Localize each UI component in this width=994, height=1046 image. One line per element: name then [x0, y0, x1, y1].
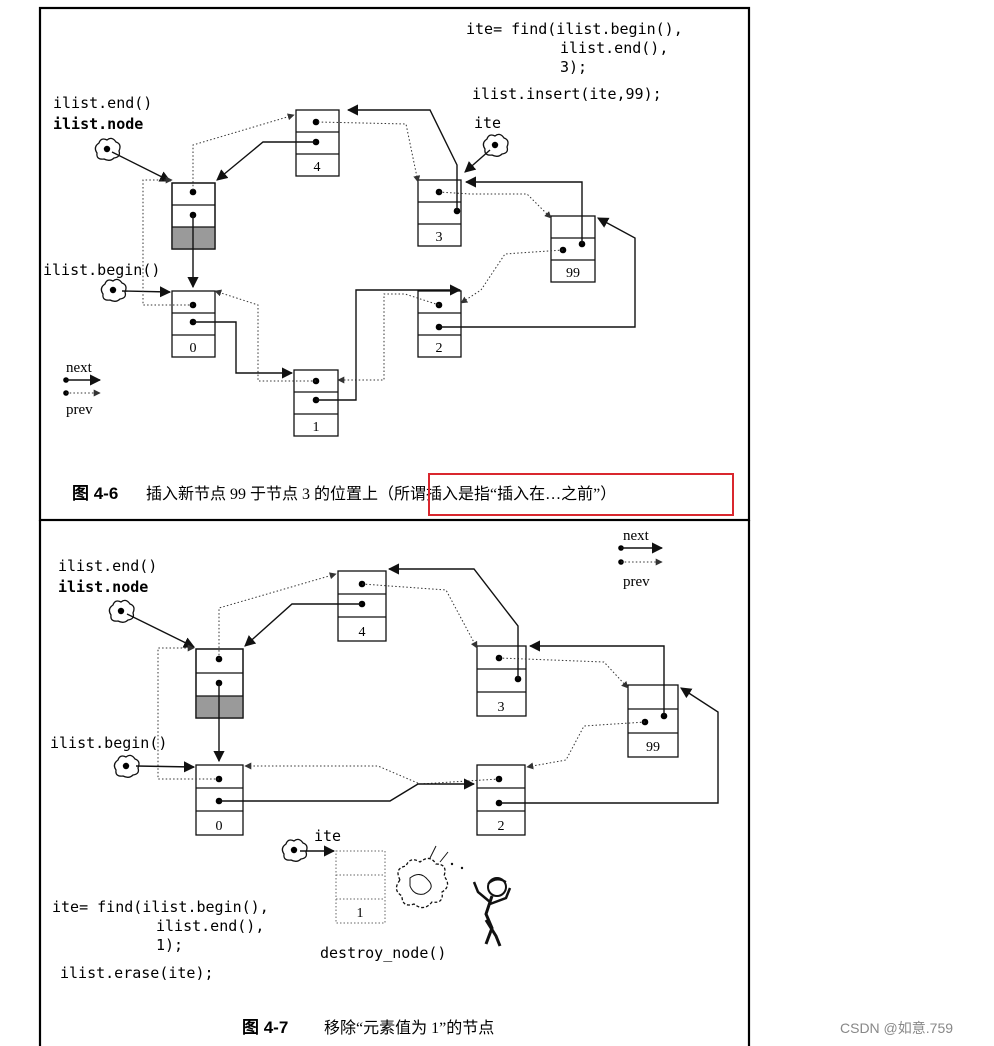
- next-link: [498, 657, 629, 689]
- next-link: [526, 721, 646, 770]
- label-ilist-node: ilist.node: [53, 115, 143, 133]
- legend-prev-label: prev: [66, 402, 93, 418]
- prev-link: [387, 563, 519, 679]
- prev-link: [244, 603, 362, 647]
- node-value: 4: [314, 160, 321, 175]
- label-ite: ite: [314, 827, 341, 845]
- next-link: [244, 762, 500, 785]
- list-node-4: 4: [295, 109, 340, 177]
- destroyed-node-1: 1: [335, 850, 386, 924]
- next-link: [337, 293, 440, 384]
- watermark: CSDN @如意.759: [840, 1020, 953, 1036]
- arrow: [111, 151, 172, 182]
- code-line: ilist.end(),: [560, 39, 668, 57]
- list-node-3: 3: [417, 179, 462, 247]
- node-value: 99: [646, 740, 660, 755]
- list-node-0: 0: [195, 764, 244, 836]
- label-ilist-end: ilist.end(): [53, 94, 152, 112]
- code-line: ilist.erase(ite);: [60, 964, 214, 982]
- next-link: [214, 289, 316, 382]
- prev-link: [219, 778, 476, 802]
- code-line: ite= find(ilist.begin(),: [52, 898, 269, 916]
- next-link: [460, 249, 564, 304]
- prev-link: [528, 640, 665, 716]
- prev-link: [216, 141, 316, 181]
- next-link: [142, 176, 193, 306]
- code-line: 3);: [560, 58, 587, 76]
- node-value: 2: [498, 819, 505, 834]
- label-ite: ite: [474, 114, 501, 132]
- prev-link: [346, 104, 458, 211]
- figure-4-6-border: [38, 6, 751, 522]
- figure-caption-number: 图 4-6: [72, 484, 118, 503]
- node-value: 3: [498, 700, 505, 715]
- prev-link: [439, 217, 636, 328]
- node-value: 0: [190, 341, 197, 356]
- legend-prev-label: prev: [623, 574, 650, 590]
- arrow: [126, 613, 196, 648]
- code-line: ite= find(ilist.begin(),: [466, 20, 683, 38]
- iterator-cloud-icon: [94, 137, 121, 161]
- node-value: 3: [436, 230, 443, 245]
- explosion-icon: [395, 845, 464, 909]
- figure-caption-text: 移除“元素值为 1”的节点: [324, 1019, 494, 1037]
- node-value: 4: [359, 625, 366, 640]
- list-node-2: 2: [476, 764, 526, 836]
- next-link: [438, 191, 552, 219]
- prev-link: [316, 284, 462, 401]
- figure-caption-text: 插入新节点 99 于节点 3 的位置上（所谓插入是指“插入在…之前”）: [146, 485, 616, 503]
- figure-4-7: ilist.end() ilist.node ilist.begin() ite…: [38, 520, 751, 1046]
- legend: next prev: [63, 360, 102, 418]
- code-line: 1);: [156, 936, 183, 954]
- figure-4-6: ite= find(ilist.begin(), ilist.end(), 3)…: [38, 6, 751, 522]
- code-line: ilist.insert(ite,99);: [472, 85, 662, 103]
- figure-caption-number: 图 4-7: [242, 1018, 288, 1037]
- arrow: [135, 761, 196, 773]
- arrow: [121, 286, 172, 298]
- node-value: 0: [216, 819, 223, 834]
- label-ilist-end: ilist.end(): [58, 557, 157, 575]
- list-node-2: 2: [417, 290, 462, 358]
- next-link: [157, 644, 219, 780]
- prev-link: [464, 176, 583, 244]
- code-line: ilist.end(),: [156, 917, 264, 935]
- node-value: 1: [357, 906, 364, 921]
- prev-link: [193, 321, 294, 379]
- next-link: [192, 113, 295, 190]
- node-value: 2: [436, 341, 443, 356]
- legend: next prev: [618, 528, 664, 590]
- stick-figure-icon: [472, 877, 512, 947]
- list-node-99: 99: [627, 684, 679, 758]
- legend-next-label: next: [66, 360, 93, 376]
- arrow: [464, 149, 491, 173]
- list-node-99: 99: [550, 215, 596, 283]
- prev-link: [499, 687, 719, 804]
- label-ilist-begin: ilist.begin(): [50, 734, 167, 752]
- label-destroy-node: destroy_node(): [320, 944, 446, 962]
- iterator-cloud-icon: [108, 599, 135, 623]
- list-node-4: 4: [337, 570, 387, 642]
- list-node-1: 1: [293, 369, 339, 437]
- node-value: 99: [566, 266, 580, 281]
- node-value: 1: [313, 420, 320, 435]
- label-ilist-node: ilist.node: [58, 578, 148, 596]
- legend-next-label: next: [623, 528, 650, 544]
- label-ilist-begin: ilist.begin(): [43, 261, 160, 279]
- iterator-cloud-icon: [113, 754, 140, 778]
- list-node-0: 0: [171, 290, 216, 358]
- highlight-box: [428, 473, 734, 516]
